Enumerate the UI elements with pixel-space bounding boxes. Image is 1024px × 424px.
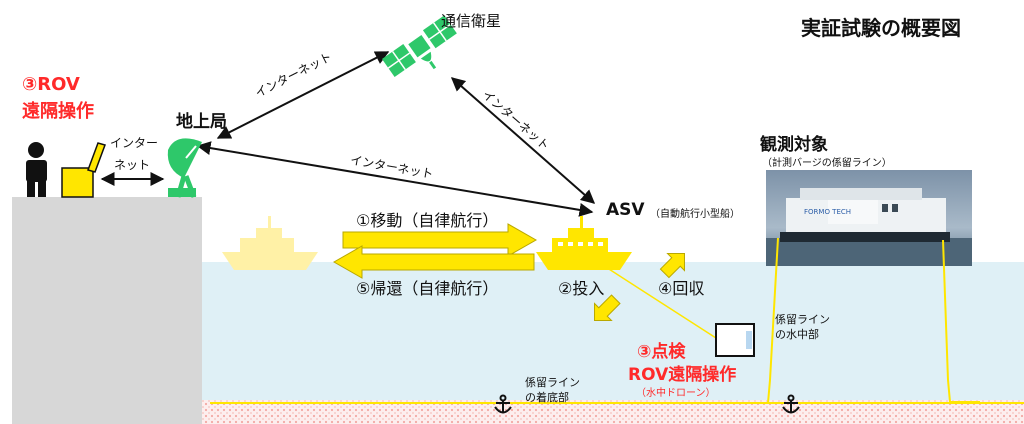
ground-block [12, 197, 202, 424]
step-return-label: ⑤帰還（自律航行） [356, 279, 499, 298]
mooring-underwater-line1: 係留ライン [775, 313, 830, 326]
anchor-icon [494, 394, 512, 414]
ground-station-label: 地上局 [176, 112, 227, 132]
mooring-seabed-line1: 係留ライン [525, 376, 580, 389]
sea [200, 262, 1024, 424]
link-label-operator-line2: ネット [114, 158, 151, 172]
anchor-icon [782, 394, 800, 414]
link-station-satellite [216, 51, 390, 139]
link-label-operator-line1: インター [110, 136, 159, 150]
asv-ship-icon [536, 216, 632, 270]
step-deploy-label: ②投入 [558, 279, 605, 298]
link-asv-station [196, 141, 594, 217]
return-arrow [332, 245, 535, 279]
antenna-icon [167, 138, 202, 198]
operator-label-line2: 遠隔操作 [22, 101, 94, 122]
operator-label-line1: ③ROV [22, 74, 80, 95]
barge-text: FORMO TECH [804, 208, 852, 216]
asv-label: ASV [606, 200, 645, 220]
inspect-label-line1: ③点検 [637, 342, 686, 362]
move-arrow [342, 223, 538, 257]
step-move-label: ①移動（自律航行） [356, 211, 499, 230]
rov-icon [715, 323, 755, 357]
person-icon [26, 142, 47, 197]
target-title: 観測対象 [760, 135, 828, 155]
inspect-sublabel: （水中ドローン） [636, 388, 716, 399]
barge-photo [766, 170, 972, 266]
target-sublabel: （計測バージの係留ライン） [762, 158, 892, 169]
rov-tether [597, 261, 717, 339]
page-title: 実証試験の概要図 [801, 16, 961, 40]
mooring-underwater-line2: の水中部 [775, 328, 819, 341]
inspect-label-line2: ROV遠隔操作 [628, 365, 737, 385]
satellite-label: 通信衛星 [441, 12, 502, 30]
ghost-ship-icon [222, 216, 318, 270]
mooring-line-left [210, 237, 779, 404]
mooring-seabed-line2: の着底部 [525, 391, 569, 404]
controller-icon [61, 142, 106, 198]
deploy-arrow [594, 294, 621, 321]
satellite-icon [381, 15, 457, 77]
link-satellite-asv [450, 77, 596, 204]
asv-sublabel: （自動航行小型船） [650, 209, 740, 220]
recover-arrow [659, 253, 685, 279]
step-recover-label: ④回収 [658, 279, 705, 298]
